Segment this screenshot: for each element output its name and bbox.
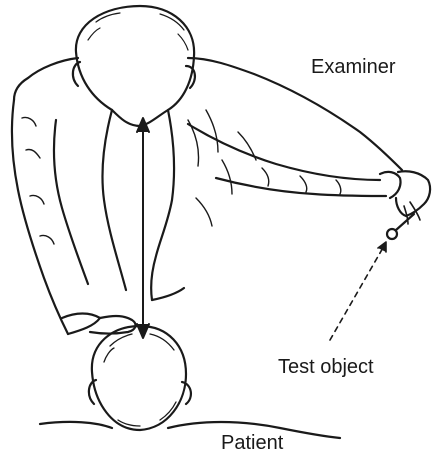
patient-figure — [40, 326, 340, 438]
test-object-label: Test object — [278, 357, 374, 377]
line-of-sight-arrow — [137, 118, 149, 338]
examiner-right-arm-upper — [188, 124, 380, 180]
examiner-right-arm-lower — [216, 178, 386, 196]
examiner-label: Examiner — [311, 57, 395, 77]
examiner-coat-side — [102, 110, 126, 290]
examiner-coat-body — [151, 110, 174, 300]
test-object — [387, 214, 414, 239]
examiner-coat-hem — [152, 288, 184, 300]
patient-label: Patient — [221, 433, 283, 453]
examiner-back-outline — [14, 58, 78, 100]
test-object-pointer-line — [330, 246, 384, 340]
examiner-head — [76, 6, 194, 126]
examiner-left-arm-inner — [54, 120, 88, 284]
patient-hair-shading — [104, 334, 176, 426]
test-object-pointer — [330, 242, 386, 340]
examiner-hair-shading — [88, 13, 188, 50]
examiner-left-arm-outer — [12, 100, 68, 334]
examiner-right-cuff — [380, 172, 401, 198]
patient-shoulders — [40, 422, 340, 438]
examiner-coat-folds — [188, 110, 256, 226]
test-object-ball — [387, 229, 397, 239]
examiner-left-hand — [90, 316, 135, 334]
patient-head — [92, 326, 186, 430]
